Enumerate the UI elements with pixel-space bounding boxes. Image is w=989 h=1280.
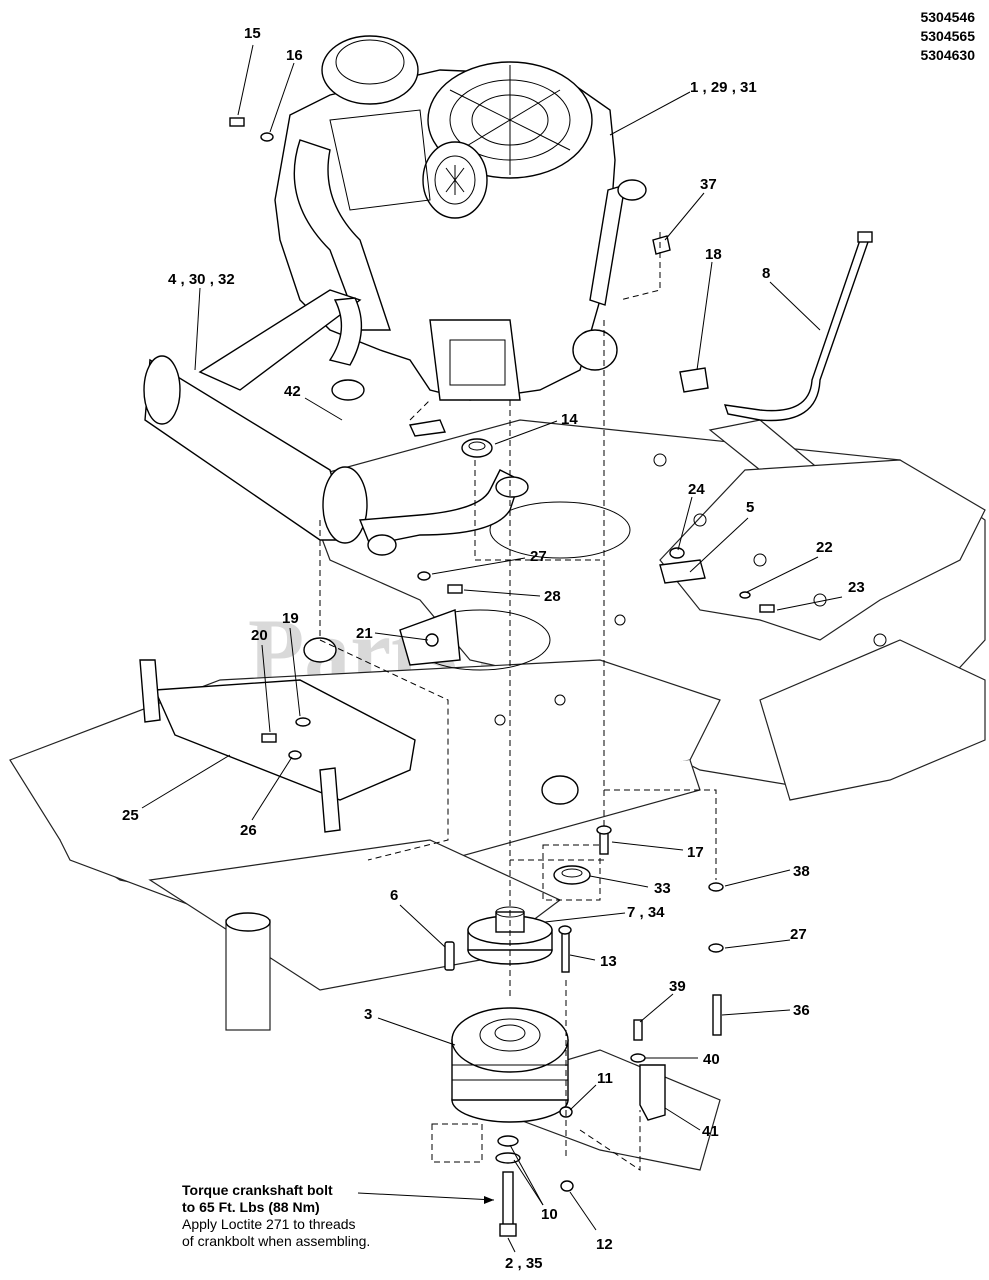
callout-37: 37 <box>700 176 717 193</box>
assembly-lines <box>319 232 717 1171</box>
callout-4-30-32: 4 , 30 , 32 <box>168 271 235 288</box>
gasket <box>408 419 446 437</box>
callout-2-35: 2 , 35 <box>505 1255 543 1272</box>
callout-5: 5 <box>746 499 754 516</box>
leader-lines <box>141 44 843 1253</box>
oil-drain-hose <box>679 231 873 422</box>
callout-26: 26 <box>240 822 257 839</box>
callout-21: 21 <box>356 625 373 642</box>
callout-11: 11 <box>597 1070 613 1087</box>
note-line: Torque crankshaft bolt <box>182 1182 333 1198</box>
callout-27-a: 27 <box>530 548 547 565</box>
model-number: 5304565 <box>920 28 975 44</box>
bearing <box>542 844 601 901</box>
model-number: 5304546 <box>920 9 975 25</box>
callout-22: 22 <box>816 539 833 556</box>
torque-note: Torque crankshaft bolt to 65 Ft. Lbs (88… <box>182 1182 370 1250</box>
tank-bracket <box>139 609 461 833</box>
callout-24: 24 <box>688 481 705 498</box>
callout-36: 36 <box>793 1002 810 1019</box>
note-line: Apply Loctite 271 to threads <box>182 1216 356 1232</box>
callout-14: 14 <box>561 411 578 428</box>
callout-19: 19 <box>282 610 299 627</box>
washer <box>495 1152 521 1164</box>
washer-group <box>431 1123 483 1163</box>
note-line: to 65 Ft. Lbs (88 Nm) <box>182 1199 320 1215</box>
callout-8: 8 <box>762 265 770 282</box>
callout-39: 39 <box>669 978 686 995</box>
callout-41: 41 <box>702 1123 719 1140</box>
callout-38: 38 <box>793 863 810 880</box>
callout-20: 20 <box>251 627 268 644</box>
callout-18: 18 <box>705 246 722 263</box>
callout-23: 23 <box>848 579 865 596</box>
bushing <box>461 438 493 458</box>
washer <box>497 1135 519 1147</box>
callout-33: 33 <box>654 880 671 897</box>
callout-13: 13 <box>600 953 617 970</box>
engine <box>274 35 647 401</box>
model-number: 5304630 <box>920 47 975 63</box>
callout-25: 25 <box>122 807 139 824</box>
bolt-13 <box>558 925 572 973</box>
pto-clutch <box>451 1007 569 1123</box>
muffler <box>143 289 529 556</box>
hardware <box>229 117 775 1192</box>
callout-42: 42 <box>284 383 301 400</box>
callout-28: 28 <box>544 588 561 605</box>
callout-1-29-31: 1 , 29 , 31 <box>690 79 757 96</box>
callout-6: 6 <box>390 887 398 904</box>
note-line: of crankbolt when assembling. <box>182 1233 371 1249</box>
callout-27-b: 27 <box>790 926 807 943</box>
crank-bolt <box>499 1171 517 1237</box>
key <box>444 941 455 971</box>
model-numbers: 5304546 5304565 5304630 <box>920 8 975 65</box>
callout-16: 16 <box>286 47 303 64</box>
callout-15: 15 <box>244 25 261 42</box>
callout-10: 10 <box>541 1206 558 1223</box>
callout-7-34: 7 , 34 <box>627 904 665 921</box>
callout-40: 40 <box>703 1051 720 1068</box>
callout-12: 12 <box>596 1236 613 1253</box>
callout-3: 3 <box>364 1006 372 1023</box>
callout-17: 17 <box>687 844 704 861</box>
